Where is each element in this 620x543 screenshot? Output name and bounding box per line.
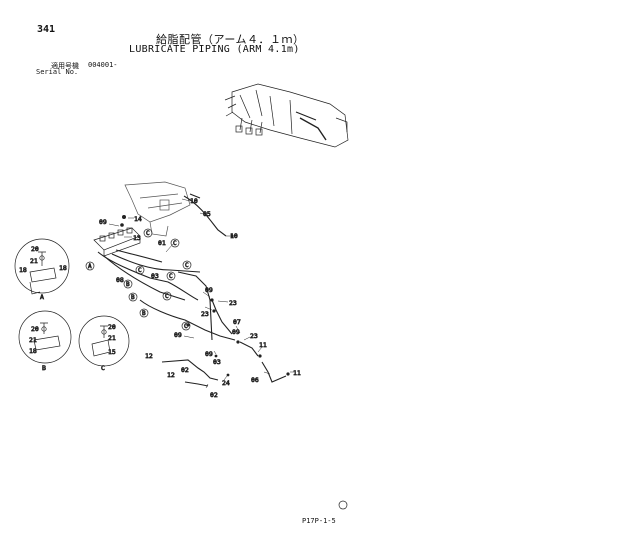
circled-reference-letters: C C A C C C B B B C C: [85, 228, 192, 331]
callout-09-d: 09: [232, 328, 240, 336]
detail-c-figure: [78, 315, 130, 367]
title-english: LUBRICATE PIPING (ARM 4.1m): [129, 44, 300, 55]
serial-label-english: Serial No.: [36, 68, 79, 76]
svg-text:C: C: [184, 323, 188, 330]
detail-b-label: B: [42, 364, 46, 372]
circled-ref-c-3: C: [135, 265, 145, 275]
circled-ref-b-3: B: [139, 308, 149, 318]
arm-structure: [124, 181, 191, 237]
circled-ref-c-1: C: [143, 228, 153, 238]
fittings: [120, 215, 290, 377]
detail-a-callout-20: 20: [31, 245, 39, 253]
callout-01: 01: [158, 239, 166, 247]
callout-09-e: 09: [205, 350, 213, 358]
callout-13: 13: [133, 234, 141, 242]
detail-a-callout-21: 21: [30, 257, 38, 265]
callout-02-a: 02: [181, 366, 189, 374]
lubrication-hoses: [97, 193, 287, 387]
callout-03: 03: [151, 272, 159, 280]
circled-ref-c-6: C: [162, 291, 172, 301]
circled-ref-b-1: B: [123, 279, 133, 289]
callout-12-b: 12: [167, 371, 175, 379]
callout-11-a: 11: [259, 341, 267, 349]
callout-23-c: 23: [250, 332, 258, 340]
callout-09-top: 09: [99, 218, 107, 226]
serial-value: 004001-: [88, 61, 118, 69]
detail-c-label: C: [101, 364, 105, 372]
serial-label-japanese: 適用号機: [51, 62, 79, 70]
callout-08: 08: [116, 276, 124, 284]
callout-14: 14: [134, 215, 142, 223]
svg-text:B: B: [126, 281, 130, 288]
detail-a-callout-18-right: 18: [59, 264, 67, 272]
circled-ref-b-2: B: [128, 292, 138, 302]
svg-text:C: C: [138, 267, 142, 274]
circled-ref-c-7: C: [181, 321, 191, 331]
svg-text:A: A: [88, 263, 92, 270]
callout-11-b: 11: [293, 369, 301, 377]
grease-manifold-block: [93, 227, 141, 257]
detail-b-callout-21: 21: [29, 336, 37, 344]
callout-07: 07: [233, 318, 241, 326]
svg-text:B: B: [142, 310, 146, 317]
detail-c-callout-21: 21: [108, 334, 116, 342]
callout-10-mid: 10: [230, 232, 238, 240]
circled-ref-c-2: C: [170, 238, 180, 248]
registered-mark: A: [338, 500, 348, 510]
svg-text:B: B: [131, 294, 135, 301]
circled-ref-c-5: C: [166, 271, 176, 281]
callout-09-mid: 09: [205, 286, 213, 294]
detail-a-label: A: [40, 293, 44, 301]
machine-overview-sketch: [224, 83, 349, 148]
callout-03-b: 03: [213, 358, 221, 366]
part-callouts: 10 05 10 09 14 13 01 03 08 09 23 23 09 0…: [19, 197, 302, 400]
svg-text:C: C: [173, 240, 177, 247]
callout-02-b: 02: [210, 391, 218, 399]
detail-captions: A B C: [40, 293, 106, 373]
callout-10-top: 10: [190, 197, 198, 205]
callout-12-a: 12: [145, 352, 153, 360]
detail-b-callout-18: 18: [29, 347, 37, 355]
detail-a-callout-18-left: 18: [19, 266, 27, 274]
svg-text:C: C: [169, 273, 173, 280]
svg-text:C: C: [146, 230, 150, 237]
callout-23-b: 23: [201, 310, 209, 318]
svg-text:C: C: [185, 262, 189, 269]
callout-06: 06: [251, 376, 259, 384]
callout-23-a: 23: [229, 299, 237, 307]
circled-ref-c-4: C: [182, 260, 192, 270]
title-japanese: 給脂配管（アーム４．１ｍ）: [156, 33, 305, 46]
callout-05: 05: [203, 210, 211, 218]
detail-c-callout-20: 20: [108, 323, 116, 331]
detail-c-callout-15: 15: [108, 348, 116, 356]
page-code: P17P-1-5: [302, 517, 336, 525]
page-number: 341: [37, 24, 56, 35]
detail-b-figure: [18, 310, 72, 364]
leader-lines: [108, 198, 294, 389]
svg-text:C: C: [165, 293, 169, 300]
callout-09-c: 09: [174, 331, 182, 339]
detail-b-callout-20: 20: [31, 325, 39, 333]
circled-ref-a-1: A: [85, 261, 95, 271]
callout-24: 24: [222, 379, 230, 387]
detail-a-figure: [14, 238, 70, 295]
